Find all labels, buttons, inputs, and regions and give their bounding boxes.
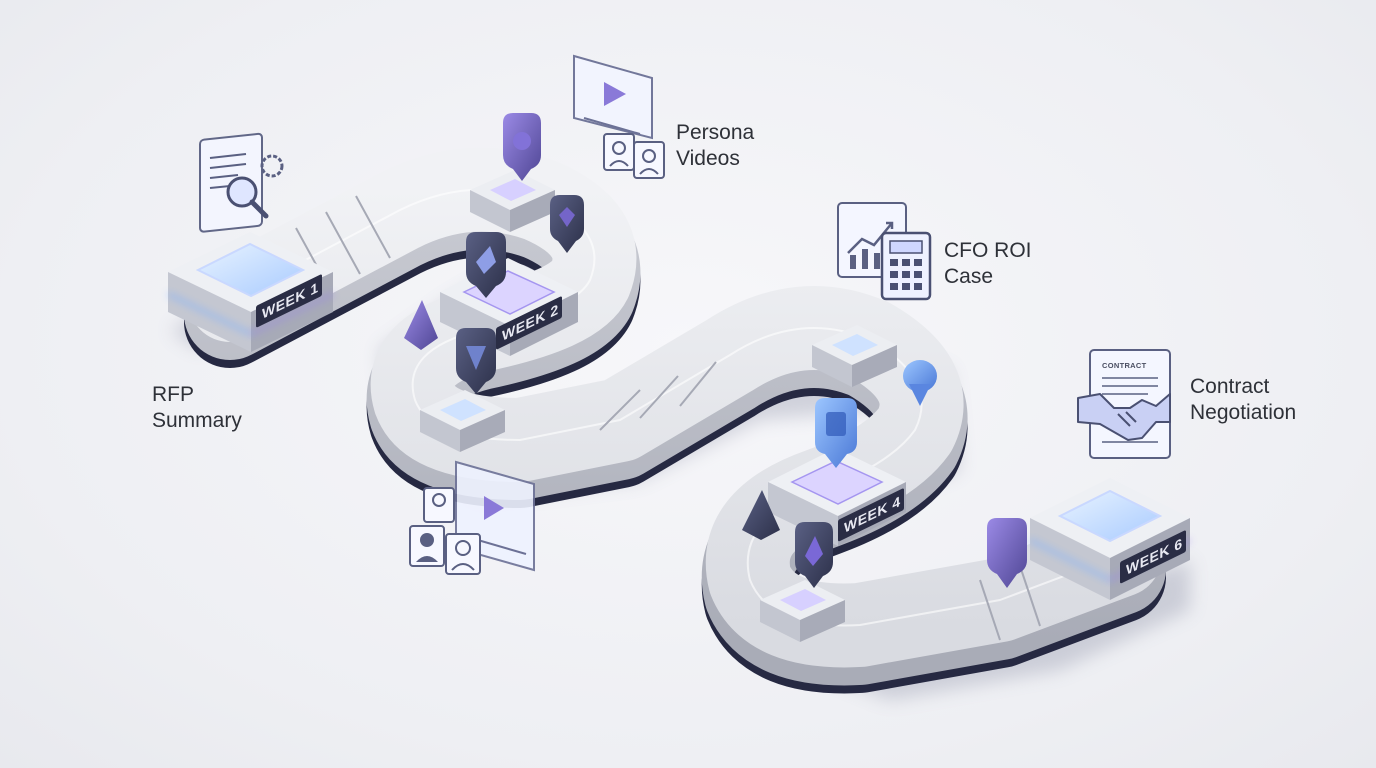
- cfo-roi-case-line-1: CFO ROI: [944, 239, 1032, 262]
- rfp-summary-label: RFP Summary: [152, 382, 242, 434]
- location-pins: [404, 113, 1027, 588]
- contract-doc-title: CONTRACT: [1102, 361, 1147, 370]
- pin-dark-4: [795, 522, 833, 588]
- rfp-summary-line-2: Summary: [152, 409, 242, 432]
- pin-blue-round: [903, 360, 937, 406]
- week-1-station: WEEK 1: [167, 232, 334, 352]
- pin-dark-2: [466, 232, 506, 298]
- pin-triangle-1: [404, 300, 438, 350]
- pin-dark-1: [550, 195, 584, 253]
- cfo-roi-case-line-2: Case: [944, 265, 994, 288]
- cfo-roi-icon: [837, 202, 932, 301]
- persona-videos-line-1: Persona: [676, 121, 755, 144]
- persona-videos-icon: [573, 54, 665, 179]
- cfo-roi-case-label: CFO ROI Case: [944, 238, 1032, 290]
- pin-purple-1: [503, 113, 541, 181]
- contract-negotiation-line-2: Negotiation: [1190, 401, 1297, 424]
- persona-videos-label: Persona Videos: [676, 120, 754, 172]
- rfp-document-icon: [199, 132, 284, 233]
- pin-purple-2: [987, 518, 1027, 588]
- week-4-station: WEEK 4: [768, 448, 906, 546]
- track-blocks: [420, 170, 897, 642]
- contract-negotiation-line-1: Contract: [1190, 375, 1270, 398]
- pin-dark-3: [456, 328, 496, 394]
- contract-negotiation-label: Contract Negotiation: [1190, 374, 1296, 426]
- pin-triangle-2: [742, 490, 780, 540]
- rfp-summary-line-1: RFP: [152, 383, 194, 406]
- contract-handshake-icon: CONTRACT: [1077, 349, 1171, 459]
- week-6-station: WEEK 6: [1029, 478, 1191, 600]
- pin-blue-square: [815, 398, 857, 468]
- persona-videos-line-2: Videos: [676, 147, 740, 170]
- persona-videos-icon-bottom: [409, 460, 535, 575]
